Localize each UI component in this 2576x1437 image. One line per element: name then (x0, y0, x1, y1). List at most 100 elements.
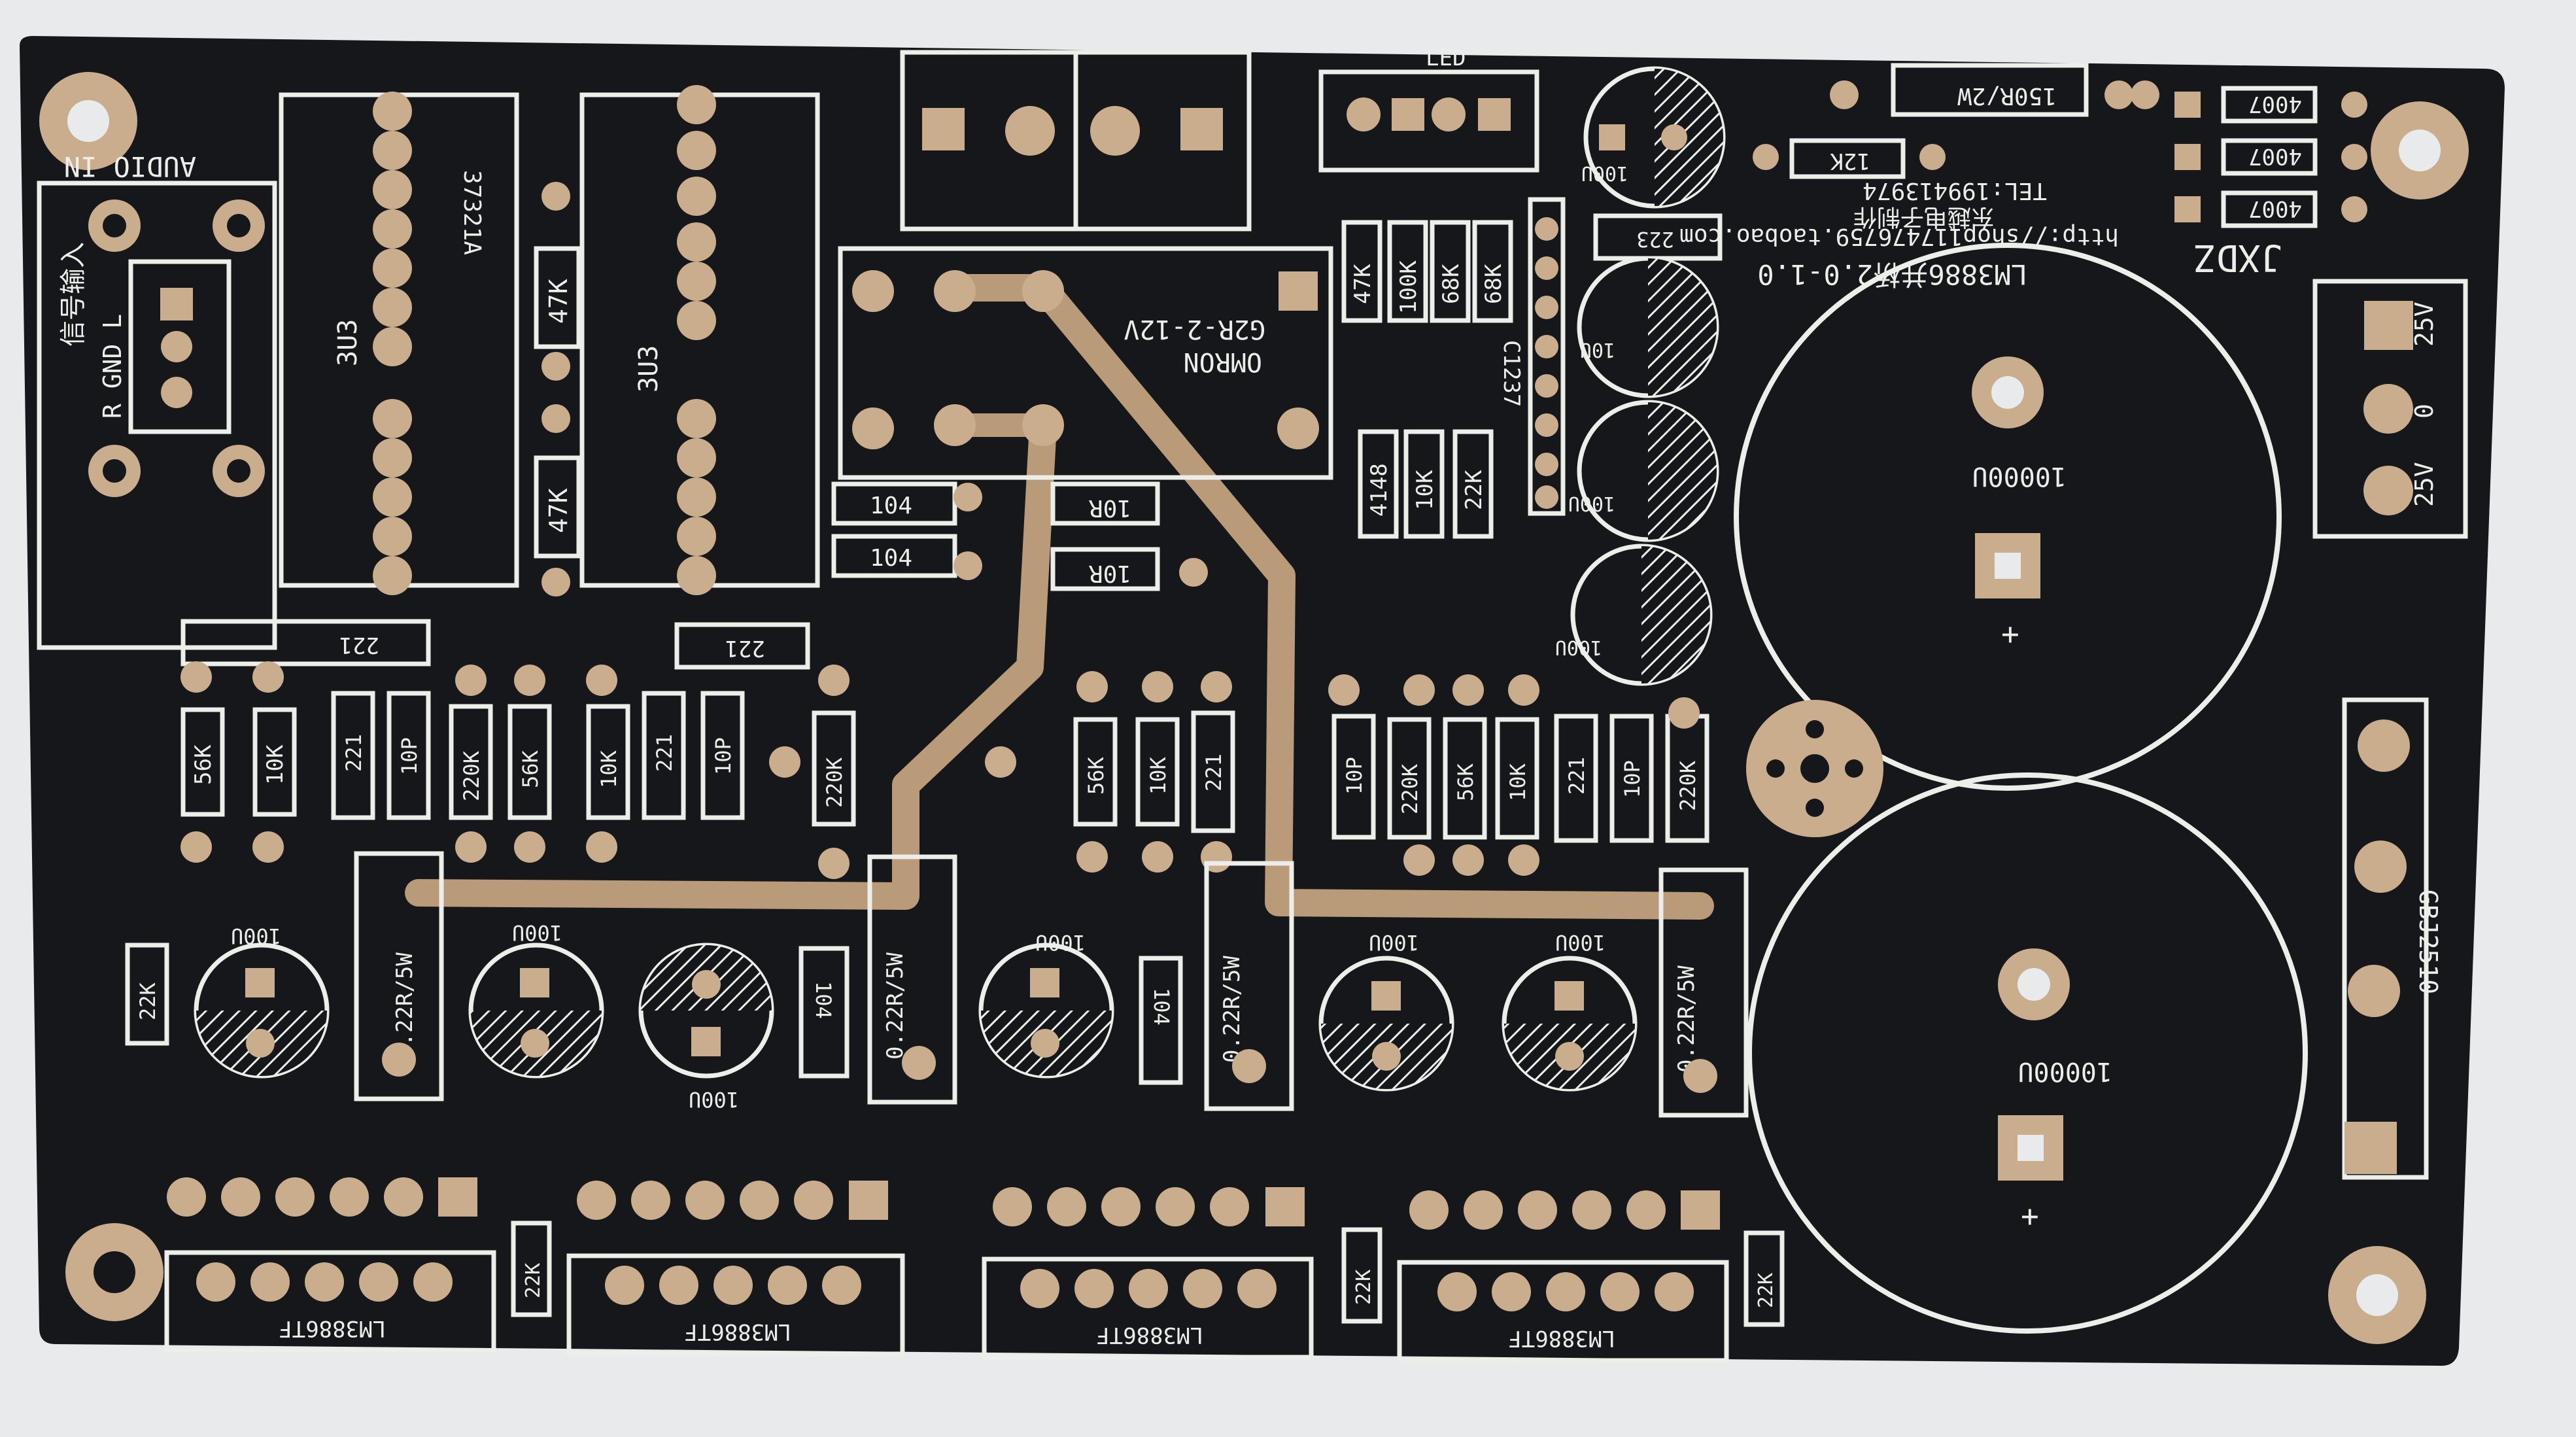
r-022-2: 0.22R/5W (882, 952, 908, 1060)
r-220k-d: 220K (1675, 760, 1700, 811)
rectifier: GBJ2510 (2342, 697, 2443, 1180)
input-label-cn: 信号输入 (58, 242, 88, 347)
top-right-parts: 150R/2W 12K 4007 4007 4007 (1753, 63, 2367, 228)
r-220k-c: 220K (1398, 763, 1422, 814)
pcb-board (20, 36, 2505, 1366)
d-4148: 4148 (1366, 463, 1392, 517)
r-22k-top: 22K (1461, 470, 1487, 510)
ic-1: 3U3 37321A (279, 92, 519, 595)
c-221-c: 221 (341, 734, 366, 772)
power-25v-bot: 25V (2410, 462, 2439, 507)
c-100u-b3: 100U (689, 1087, 739, 1112)
r-100k: 100K (1396, 260, 1422, 314)
maker-brand: JXDZ (2194, 236, 2282, 279)
power-0: 0 (2410, 404, 2439, 419)
maker-info: JXDZ http://shop117476759.taobao.com TEL… (1679, 177, 2282, 290)
relay-part: G2R-2-12V (1124, 314, 1265, 344)
c-221-e: 221 (1201, 753, 1226, 791)
r-10r-2: 10R (1089, 560, 1131, 587)
c-104-2: 104 (870, 545, 912, 572)
c-10p-b: 10P (711, 737, 736, 775)
r-150r: 150R/2W (1957, 82, 2057, 109)
r-22k-b: 22K (522, 1263, 545, 1298)
d-4007-1: 4007 (2248, 91, 2302, 117)
r-12k: 12K (1830, 148, 1870, 174)
c-100u-b5: 100U (1369, 930, 1419, 955)
r-10k-d: 10K (1505, 763, 1530, 801)
resistors-22k: 22K 22K 22K 22K (125, 943, 1785, 1327)
q-c1237: C1237 (1498, 340, 1524, 407)
resistors-47k: 47K 47K (534, 182, 581, 597)
r-10k-top: 10K (1412, 470, 1438, 510)
c-10p-d: 10P (1620, 760, 1645, 798)
power-25v-top: 25V (2410, 302, 2439, 347)
input-pins-label: R GND L (98, 314, 127, 419)
caps-104: 104 104 10R 10R (831, 481, 1160, 591)
relay-brand: OMRON (1184, 347, 1262, 377)
c-104-1: 104 (870, 493, 912, 519)
r-22k-a: 22K (135, 982, 160, 1020)
c-100u-b1: 100U (231, 924, 281, 948)
ic-1-label: 3U3 (333, 319, 363, 366)
ic-lm3886-2: LM3886TF (684, 1319, 791, 1345)
tel-text: TEL:199413974 (1863, 177, 2047, 204)
led-label: LED (1426, 45, 1466, 71)
audio-in-label: AUDIO IN (64, 150, 196, 182)
plus-bot: + (2021, 1198, 2039, 1234)
caps-100u-bottom: 100U 100U 100U 104 100U 104 100U 100U (194, 920, 1638, 1112)
r-10k-c: 10K (1146, 756, 1171, 795)
middle-resistors-left: 221 221 56K 10K 221 10P 220K 56K 10K 221… (180, 619, 856, 827)
star-ground (1746, 700, 1883, 837)
ic-lm3886-3: LM3886TF (1096, 1322, 1203, 1348)
ic-lm3886-4: LM3886TF (1508, 1325, 1615, 1351)
ic-2-label: 3U3 (634, 345, 664, 392)
r-10k-a: 10K (262, 744, 288, 785)
c-100u-top-2: 100U (1568, 492, 1615, 515)
c-221-a: 221 (339, 632, 379, 658)
c-100u-top-1: 100U (1581, 162, 1628, 184)
c-223: 223 (1636, 227, 1674, 252)
power-resistors: 0.22R/5W 0.22R/5W 0.22R/5W 0.22R/5W (354, 851, 1749, 1118)
mounting-holes (39, 72, 2469, 1344)
power-terminal: 25V 0 25V (2312, 279, 2468, 539)
c-10p-a: 10P (397, 737, 422, 775)
r-56k-c: 56K (1084, 756, 1108, 795)
r-22k-d: 22K (1755, 1273, 1777, 1308)
c-100u-b2: 100U (512, 920, 562, 945)
r-22k-c: 22K (1352, 1270, 1375, 1305)
c-100u-b6: 100U (1555, 930, 1606, 955)
version-text: LM3886并桥2.0-1.0 (1757, 258, 2027, 290)
relay: OMRON G2R-2-12V (838, 246, 1333, 480)
r-56k-b: 56K (518, 750, 543, 788)
big-capacitor-top: 10000U + (1734, 243, 2282, 791)
resistor-column: 47K 100K 68K 68K 4148 10K 22K C1237 (1341, 197, 1566, 539)
r-10r-1: 10R (1089, 494, 1131, 521)
terminal-block-top (900, 50, 1252, 232)
ic-2: 3U3 (579, 85, 820, 595)
big-capacitor-bottom: 10000U + (1747, 772, 2308, 1334)
c-10000u-top: 10000U (1972, 461, 2067, 491)
small-caps-top: 100U 223 10U 100U 100U (1555, 66, 1726, 686)
c-100u-top-3: 100U (1555, 636, 1602, 659)
r-47k-1: 47K (544, 279, 573, 324)
c-104-4: 104 (1149, 988, 1174, 1026)
rect-label: GBJ2510 (2414, 890, 2443, 994)
ic-1-part: 37321A (458, 170, 485, 255)
r-68k-2: 68K (1481, 264, 1507, 304)
d-4007-2: 4007 (2248, 143, 2302, 169)
c-100u-b4: 100U (1035, 930, 1086, 955)
c-10p-c: 10P (1342, 757, 1367, 795)
audio-in-connector: AUDIO IN 信号输入 R GND L (37, 150, 277, 650)
r-022-3: 0.22R/5W (1219, 956, 1245, 1063)
r-022-1: 0.22R/5W (392, 952, 418, 1060)
c-221-b: 221 (725, 635, 765, 661)
led-header: LED (1318, 45, 1539, 173)
r-68k-1: 68K (1438, 264, 1464, 304)
r-47k-3: 47K (1350, 264, 1376, 304)
ic-lm3886-1: LM3886TF (279, 1315, 386, 1342)
plus-top: + (2001, 616, 2019, 651)
r-56k-d: 56K (1453, 763, 1478, 801)
c-221-f: 221 (1564, 757, 1589, 795)
d-4007-3: 4007 (2248, 196, 2302, 222)
